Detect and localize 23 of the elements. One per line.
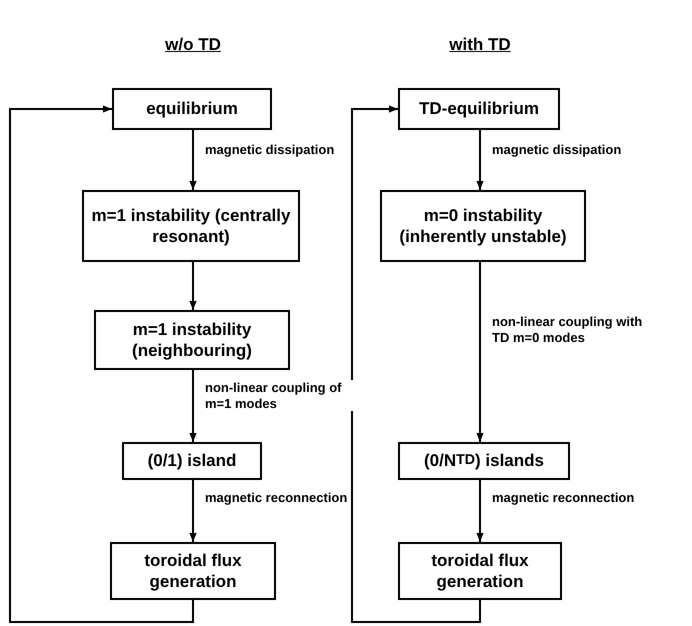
- process-box: toroidal flux generation: [110, 542, 276, 600]
- arrow: [189, 130, 197, 190]
- arrow: [189, 480, 197, 542]
- process-box: TD-equilibrium: [398, 88, 560, 130]
- column-heading: w/o TD: [165, 35, 221, 55]
- process-box: m=0 instability (inherently unstable): [380, 190, 586, 262]
- arrow: [351, 105, 481, 623]
- arrow: [189, 370, 197, 442]
- edge-label: magnetic dissipation: [492, 142, 622, 158]
- process-box: equilibrium: [112, 88, 272, 130]
- arrow: [476, 480, 484, 542]
- arrow: [476, 262, 484, 442]
- arrow: [189, 262, 197, 310]
- process-box: (0/1) island: [122, 442, 262, 480]
- edge-label: magnetic dissipation: [205, 142, 334, 158]
- arrow: [476, 130, 484, 190]
- process-box: m=1 instability (centrally resonant): [82, 190, 300, 262]
- edge-label: magnetic reconnection: [492, 490, 634, 506]
- edge-label: magnetic reconnection: [205, 490, 348, 506]
- column-heading: with TD: [449, 35, 511, 55]
- arrow: [9, 105, 194, 623]
- process-box: m=1 instability (neighbouring): [94, 310, 290, 370]
- process-box: toroidal flux generation: [398, 542, 562, 600]
